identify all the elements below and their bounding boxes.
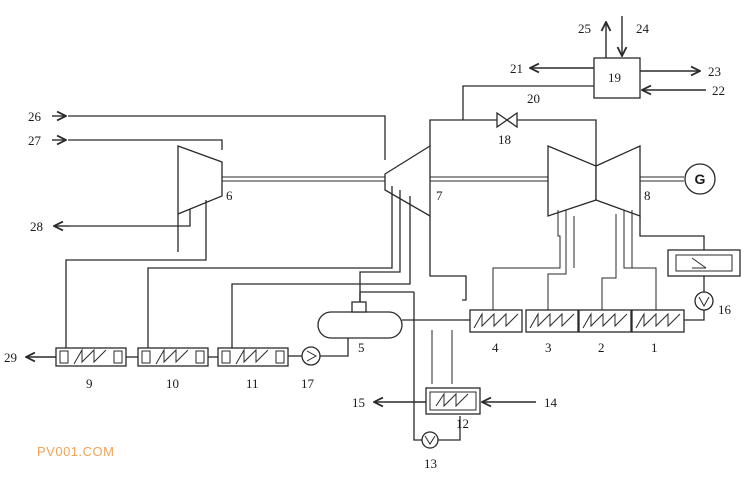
turbine7-extraction-deaerator <box>359 190 401 302</box>
label-21: 21 <box>510 61 523 76</box>
label-8: 8 <box>644 188 651 203</box>
stream-28 <box>54 205 191 226</box>
heater-2 <box>578 309 632 333</box>
label-19: 19 <box>608 70 621 85</box>
label-18: 18 <box>498 132 511 147</box>
label-17: 17 <box>301 376 315 391</box>
label-4: 4 <box>492 340 499 355</box>
generator: G <box>684 163 716 195</box>
label-27: 27 <box>28 133 42 148</box>
label-24: 24 <box>636 21 650 36</box>
generator-circle <box>684 163 716 195</box>
turbine-6 <box>177 145 223 215</box>
label-22: 22 <box>712 83 725 98</box>
label-2: 2 <box>598 340 605 355</box>
shaft <box>222 176 684 182</box>
extraction-7-to-heater-10 <box>147 186 393 348</box>
label-26: 26 <box>28 109 42 124</box>
deaerator-5 <box>317 301 403 339</box>
label-10: 10 <box>166 376 179 391</box>
label-12: 12 <box>456 416 469 431</box>
label-11: 11 <box>246 376 259 391</box>
steam-line-top <box>429 85 597 166</box>
stream-27 <box>52 140 223 150</box>
extraction-to-deaerator <box>359 291 414 302</box>
condenser <box>667 249 741 277</box>
label-15: 15 <box>352 395 365 410</box>
heater-4 <box>469 309 523 333</box>
extraction-6-to-heater-9 <box>65 200 207 348</box>
label-6: 6 <box>226 188 233 203</box>
extraction-7-to-heater-11 <box>231 196 411 348</box>
deaerator-to-pump17 <box>320 338 349 357</box>
heater-1 <box>631 309 685 333</box>
label-25: 25 <box>578 21 591 36</box>
label-14: 14 <box>544 395 558 410</box>
extraction-7-to-heater-4 <box>429 216 467 301</box>
watermark: PV001.COM <box>37 444 115 459</box>
stream-26 <box>52 116 386 160</box>
label-5: 5 <box>358 340 365 355</box>
heat-exchanger-12 <box>425 387 481 415</box>
heater-9 <box>55 347 127 367</box>
valve-18 <box>496 111 518 129</box>
heater-3 <box>525 309 579 333</box>
unit-19 <box>593 57 641 99</box>
pump-16 <box>694 291 714 311</box>
cooling-lines <box>413 292 461 441</box>
label-3: 3 <box>545 340 552 355</box>
generator-symbol: G <box>695 171 706 187</box>
label-1: 1 <box>651 340 658 355</box>
label-9: 9 <box>86 376 93 391</box>
extractions-turbine-8 <box>492 210 657 310</box>
pump-17 <box>301 346 321 366</box>
label-7: 7 <box>436 188 443 203</box>
heater-11 <box>217 347 289 367</box>
pump-13 <box>421 431 439 449</box>
pump16-to-heater1 <box>684 310 705 321</box>
label-28: 28 <box>30 219 43 234</box>
label-23: 23 <box>708 64 721 79</box>
heater-10 <box>137 347 209 367</box>
exhaust-to-condenser <box>639 216 705 250</box>
label-16: 16 <box>718 302 732 317</box>
label-13: 13 <box>424 456 437 471</box>
label-20: 20 <box>527 91 540 106</box>
turbine-8-right <box>595 144 641 217</box>
turbine-8-left <box>547 145 597 217</box>
label-29: 29 <box>4 350 17 365</box>
